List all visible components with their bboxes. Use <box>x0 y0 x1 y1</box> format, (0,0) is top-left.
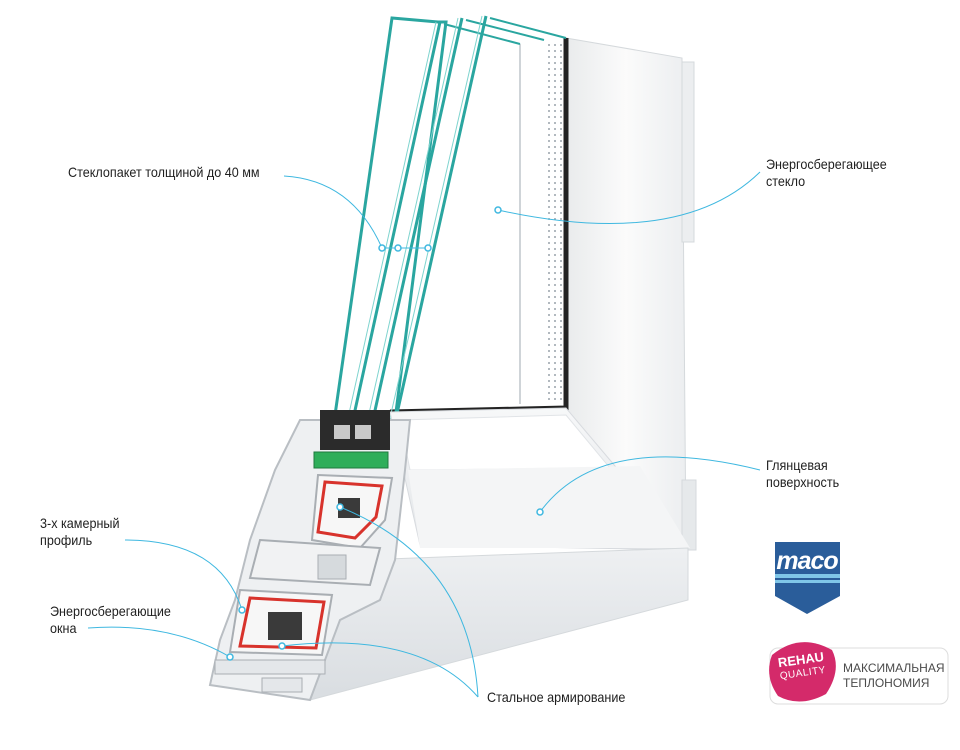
callout-line-steel-1 <box>281 642 479 698</box>
callout-line-profile <box>124 539 243 611</box>
callout-windows-label: Энергосберегающие окна <box>50 603 171 637</box>
callout-line-windows <box>87 626 231 658</box>
callout-steel-text: Стальное армирование <box>487 689 626 705</box>
callout-windows-line-1: Энергосберегающие <box>50 603 171 619</box>
callout-line-glazing <box>283 175 430 249</box>
callout-profile-line-2: профиль <box>40 532 93 548</box>
callout-glazing-label: Стеклопакет толщиной до 40 мм <box>68 164 260 181</box>
maco-wordmark: maco <box>776 547 838 575</box>
callout-steel-label: Стальное армирование <box>487 689 625 706</box>
callout-gloss-line-2: поверхность <box>766 474 840 490</box>
rehau-logo <box>769 642 949 705</box>
rehau-tagline: МАКСИМАЛЬНАЯ ТЕПЛОНОМИЯ <box>843 661 945 691</box>
callout-glazing-text: Стеклопакет толщиной до 40 мм <box>68 164 260 180</box>
callout-gloss-label: Глянцевая поверхность <box>766 457 839 491</box>
callout-line-gloss <box>539 456 761 513</box>
callout-lines <box>87 171 761 698</box>
maco-logo <box>775 542 840 614</box>
callout-profile-line-1: 3-х камерный <box>40 515 120 531</box>
callout-line-glass <box>497 171 761 225</box>
inner-glazing <box>389 38 569 415</box>
callout-profile-label: 3-х камерный профиль <box>40 515 120 549</box>
callout-glass-line-2: стекло <box>766 173 806 189</box>
callout-glass-label: Энергосберегающее стекло <box>766 156 887 190</box>
callout-line-steel-2 <box>339 506 479 698</box>
rehau-tagline-line-2: ТЕПЛОНОМИЯ <box>843 676 930 690</box>
callout-windows-line-2: окна <box>50 620 77 636</box>
rehau-tagline-line-1: МАКСИМАЛЬНАЯ <box>843 661 945 675</box>
profile-section <box>208 410 412 702</box>
callout-gloss-line-1: Глянцевая <box>766 457 828 473</box>
sill <box>309 407 690 701</box>
callout-dots <box>226 206 544 661</box>
callout-glass-line-1: Энергосберегающее <box>766 156 887 172</box>
